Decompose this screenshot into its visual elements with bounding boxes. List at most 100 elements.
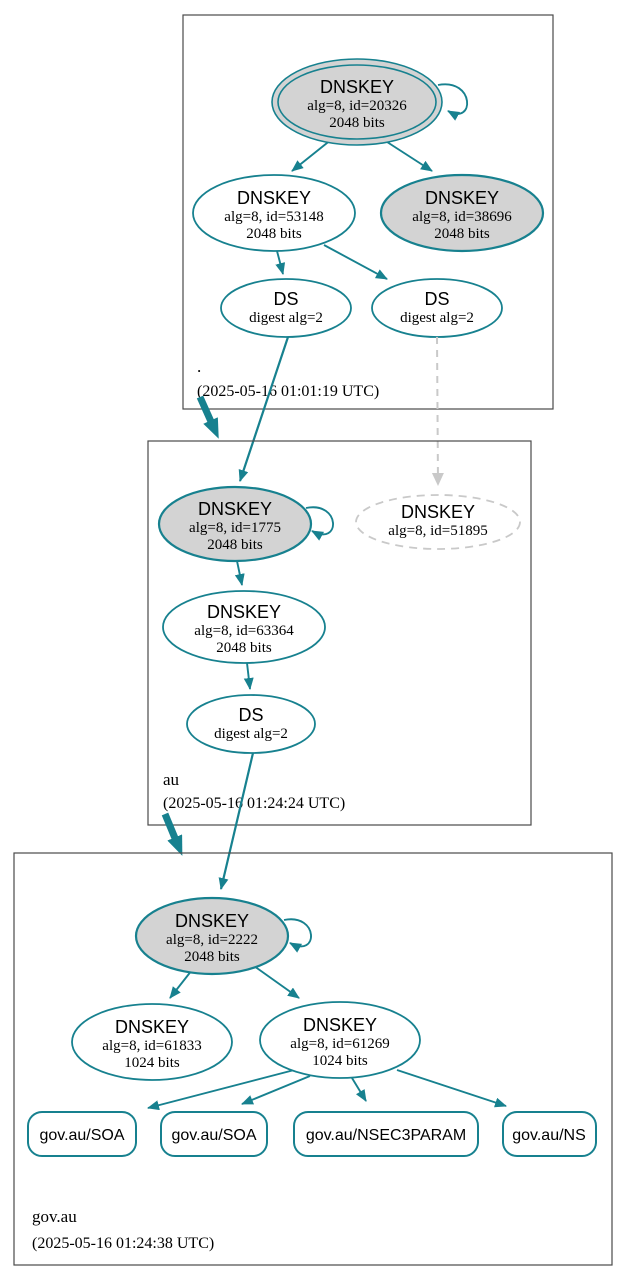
zone-name-govau: gov.au bbox=[32, 1207, 77, 1226]
node-digest: digest alg=2 bbox=[214, 726, 288, 742]
node-bits: 2048 bits bbox=[184, 949, 240, 965]
edge-govau-ksk2222-to-zsk61269 bbox=[253, 965, 300, 999]
rrset-label: gov.au/SOA bbox=[39, 1127, 124, 1144]
node-bits: 2048 bits bbox=[246, 226, 302, 242]
edge-root-ds2-to-au-dnskey51895-dashed bbox=[431, 336, 444, 486]
edge-govau-zsk61269-to-ns bbox=[396, 1069, 507, 1108]
node-title: DNSKEY bbox=[115, 1017, 189, 1037]
zone-timestamp-govau: (2025-05-16 01:24:38 UTC) bbox=[32, 1235, 214, 1252]
node-title: DS bbox=[238, 705, 263, 725]
node-govau-dnskey-61833[interactable]: DNSKEY alg=8, id=61833 1024 bits bbox=[71, 1003, 233, 1081]
node-govau-rrset-soa2[interactable]: gov.au/SOA bbox=[160, 1111, 268, 1157]
zone-border-au bbox=[147, 440, 532, 826]
node-au-dnskey-51895-dashed[interactable]: DNSKEY alg=8, id=51895 bbox=[355, 494, 521, 550]
node-alg: alg=8, id=63364 bbox=[194, 623, 294, 639]
node-root-dnskey-20326-inner-ring bbox=[277, 64, 437, 140]
node-title: DNSKEY bbox=[237, 188, 311, 208]
node-bits: 2048 bits bbox=[434, 226, 490, 242]
node-bits: 1024 bits bbox=[312, 1053, 368, 1069]
zone-cluster-root: . (2025-05-16 01:01:19 UTC) DNSKEY alg=8… bbox=[182, 14, 554, 410]
node-govau-rrset-soa1[interactable]: gov.au/SOA bbox=[27, 1111, 137, 1157]
node-title: DNSKEY bbox=[198, 499, 272, 519]
edge-root-ksk20326-to-zsk53148 bbox=[291, 138, 333, 172]
node-bits: 1024 bits bbox=[124, 1055, 180, 1071]
node-au-dnskey-51895-ellipse bbox=[355, 494, 521, 550]
node-govau-dnskey-61269[interactable]: DNSKEY alg=8, id=61269 1024 bits bbox=[259, 1001, 421, 1079]
node-root-ds1-ellipse bbox=[220, 278, 352, 338]
node-title: DNSKEY bbox=[401, 502, 475, 522]
edge-govau-ksk2222-to-dnskey61833 bbox=[169, 969, 193, 999]
zone-name-au: au bbox=[163, 770, 180, 789]
node-digest: digest alg=2 bbox=[249, 310, 323, 326]
zone-cluster-au: au (2025-05-16 01:24:24 UTC) DNSKEY alg=… bbox=[147, 440, 532, 826]
node-alg: alg=8, id=53148 bbox=[224, 209, 323, 225]
node-alg: alg=8, id=1775 bbox=[189, 520, 281, 536]
node-alg: alg=8, id=61269 bbox=[290, 1036, 389, 1052]
node-au-ds[interactable]: DS digest alg=2 bbox=[186, 694, 316, 754]
zone-border-govau bbox=[13, 852, 613, 1266]
node-root-dnskey-38696-ellipse bbox=[379, 173, 545, 253]
node-title: DNSKEY bbox=[320, 77, 394, 97]
node-root-ds1[interactable]: DS digest alg=2 bbox=[220, 278, 352, 338]
edge-root-zsk53148-to-ds1 bbox=[275, 250, 286, 275]
edge-au-ksk1775-to-zsk63364 bbox=[234, 560, 245, 586]
node-alg: alg=8, id=61833 bbox=[102, 1038, 201, 1054]
node-au-dnskey-1775-ellipse bbox=[157, 485, 313, 563]
node-govau-rrset-nsec3param[interactable]: gov.au/NSEC3PARAM bbox=[293, 1111, 479, 1157]
edge-root-ksk20326-to-ksk38696 bbox=[383, 139, 433, 172]
node-govau-dnskey-61269-ellipse bbox=[259, 1001, 421, 1079]
node-govau-rrset-nsec3param-box bbox=[293, 1111, 479, 1157]
zone-timestamp-root: (2025-05-16 01:01:19 UTC) bbox=[197, 383, 379, 400]
node-govau-rrset-ns-box bbox=[502, 1111, 597, 1157]
node-root-dnskey-53148-ellipse bbox=[192, 174, 356, 252]
zone-border-root bbox=[182, 14, 554, 410]
node-root-dnskey-38696[interactable]: DNSKEY alg=8, id=38696 2048 bits bbox=[379, 173, 545, 253]
node-title: DNSKEY bbox=[207, 602, 281, 622]
node-alg: alg=8, id=38696 bbox=[412, 209, 512, 225]
edge-govau-zsk61269-to-soa1 bbox=[147, 1068, 299, 1111]
node-alg: alg=8, id=51895 bbox=[388, 523, 487, 539]
edge-govau-zsk61269-to-soa2 bbox=[241, 1075, 311, 1105]
node-au-dnskey-63364-ellipse bbox=[162, 590, 326, 664]
edge-au-zsk63364-to-ds bbox=[243, 662, 254, 690]
node-title: DNSKEY bbox=[425, 188, 499, 208]
node-bits: 2048 bits bbox=[329, 115, 385, 131]
edge-au-ds-to-govau-ksk2222 bbox=[218, 752, 255, 890]
zone-name-root: . bbox=[197, 357, 201, 376]
node-title: DS bbox=[424, 289, 449, 309]
node-alg: alg=8, id=2222 bbox=[166, 932, 258, 948]
rrset-label: gov.au/NSEC3PARAM bbox=[306, 1127, 466, 1144]
node-title: DNSKEY bbox=[303, 1015, 377, 1035]
node-root-dnskey-20326[interactable]: DNSKEY alg=8, id=20326 2048 bits bbox=[271, 58, 443, 146]
edge-au-ksk1775-selfloop bbox=[305, 506, 334, 541]
edge-root-ds1-to-au-ksk1775 bbox=[238, 336, 290, 482]
node-root-dnskey-53148[interactable]: DNSKEY alg=8, id=53148 2048 bits bbox=[192, 174, 356, 252]
node-govau-rrset-ns[interactable]: gov.au/NS bbox=[502, 1111, 597, 1157]
edge-zone-root-to-au bbox=[196, 395, 219, 439]
rrset-label: gov.au/NS bbox=[512, 1127, 586, 1144]
node-root-ds2[interactable]: DS digest alg=2 bbox=[371, 278, 503, 338]
edge-root-ksk20326-selfloop bbox=[437, 83, 469, 121]
node-au-dnskey-1775[interactable]: DNSKEY alg=8, id=1775 2048 bits bbox=[157, 485, 313, 563]
zone-timestamp-au: (2025-05-16 01:24:24 UTC) bbox=[163, 795, 345, 812]
node-govau-rrset-soa2-box bbox=[160, 1111, 268, 1157]
node-bits: 2048 bits bbox=[207, 537, 263, 553]
edge-root-zsk53148-to-ds2 bbox=[323, 244, 388, 280]
node-alg: alg=8, id=20326 bbox=[307, 98, 407, 114]
node-govau-dnskey-2222[interactable]: DNSKEY alg=8, id=2222 2048 bits bbox=[134, 896, 290, 976]
rrset-label: gov.au/SOA bbox=[171, 1127, 256, 1144]
node-bits: 2048 bits bbox=[216, 640, 272, 656]
zone-cluster-govau: gov.au (2025-05-16 01:24:38 UTC) DNSKEY … bbox=[13, 852, 613, 1266]
edge-zone-au-to-govau bbox=[161, 812, 183, 856]
node-digest: digest alg=2 bbox=[400, 310, 474, 326]
edge-govau-ksk2222-selfloop bbox=[283, 918, 312, 953]
node-au-dnskey-63364[interactable]: DNSKEY alg=8, id=63364 2048 bits bbox=[162, 590, 326, 664]
node-au-ds-ellipse bbox=[186, 694, 316, 754]
node-title: DS bbox=[273, 289, 298, 309]
node-title: DNSKEY bbox=[175, 911, 249, 931]
node-govau-dnskey-61833-ellipse bbox=[71, 1003, 233, 1081]
edge-govau-zsk61269-to-nsec3param bbox=[351, 1077, 367, 1102]
node-govau-dnskey-2222-ellipse bbox=[134, 896, 290, 976]
